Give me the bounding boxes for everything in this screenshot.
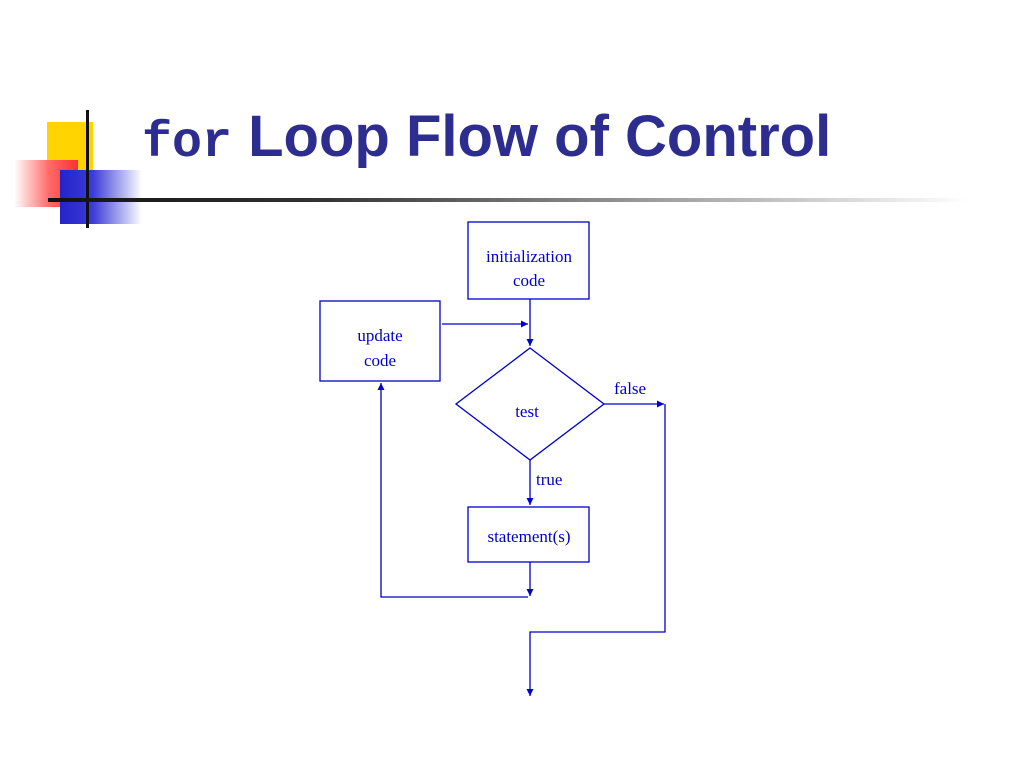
node-update bbox=[319, 300, 441, 382]
edge-false-exit-path bbox=[526, 404, 666, 696]
decor-horizontal-rule bbox=[48, 198, 968, 202]
title-keyword: for bbox=[142, 115, 233, 172]
node-update-label-2: code bbox=[364, 351, 396, 370]
node-statements-label: statement(s) bbox=[487, 527, 570, 546]
node-initialization bbox=[467, 221, 590, 300]
slide-title: for Loop Flow of Control bbox=[142, 108, 831, 169]
decor-vertical-rule bbox=[86, 110, 89, 228]
node-initialization-label-1: initialization bbox=[486, 247, 572, 266]
edge-true-label: true bbox=[536, 470, 562, 489]
title-text: Loop Flow of Control bbox=[232, 104, 832, 169]
node-update-label-1: update bbox=[357, 326, 402, 345]
node-statements bbox=[467, 506, 590, 563]
edge-false-label: false bbox=[614, 379, 646, 398]
node-initialization-label-2: code bbox=[513, 271, 545, 290]
node-test-label: test bbox=[515, 402, 539, 421]
edge-loop-to-update bbox=[377, 383, 528, 598]
decor-blue-square bbox=[60, 170, 142, 224]
